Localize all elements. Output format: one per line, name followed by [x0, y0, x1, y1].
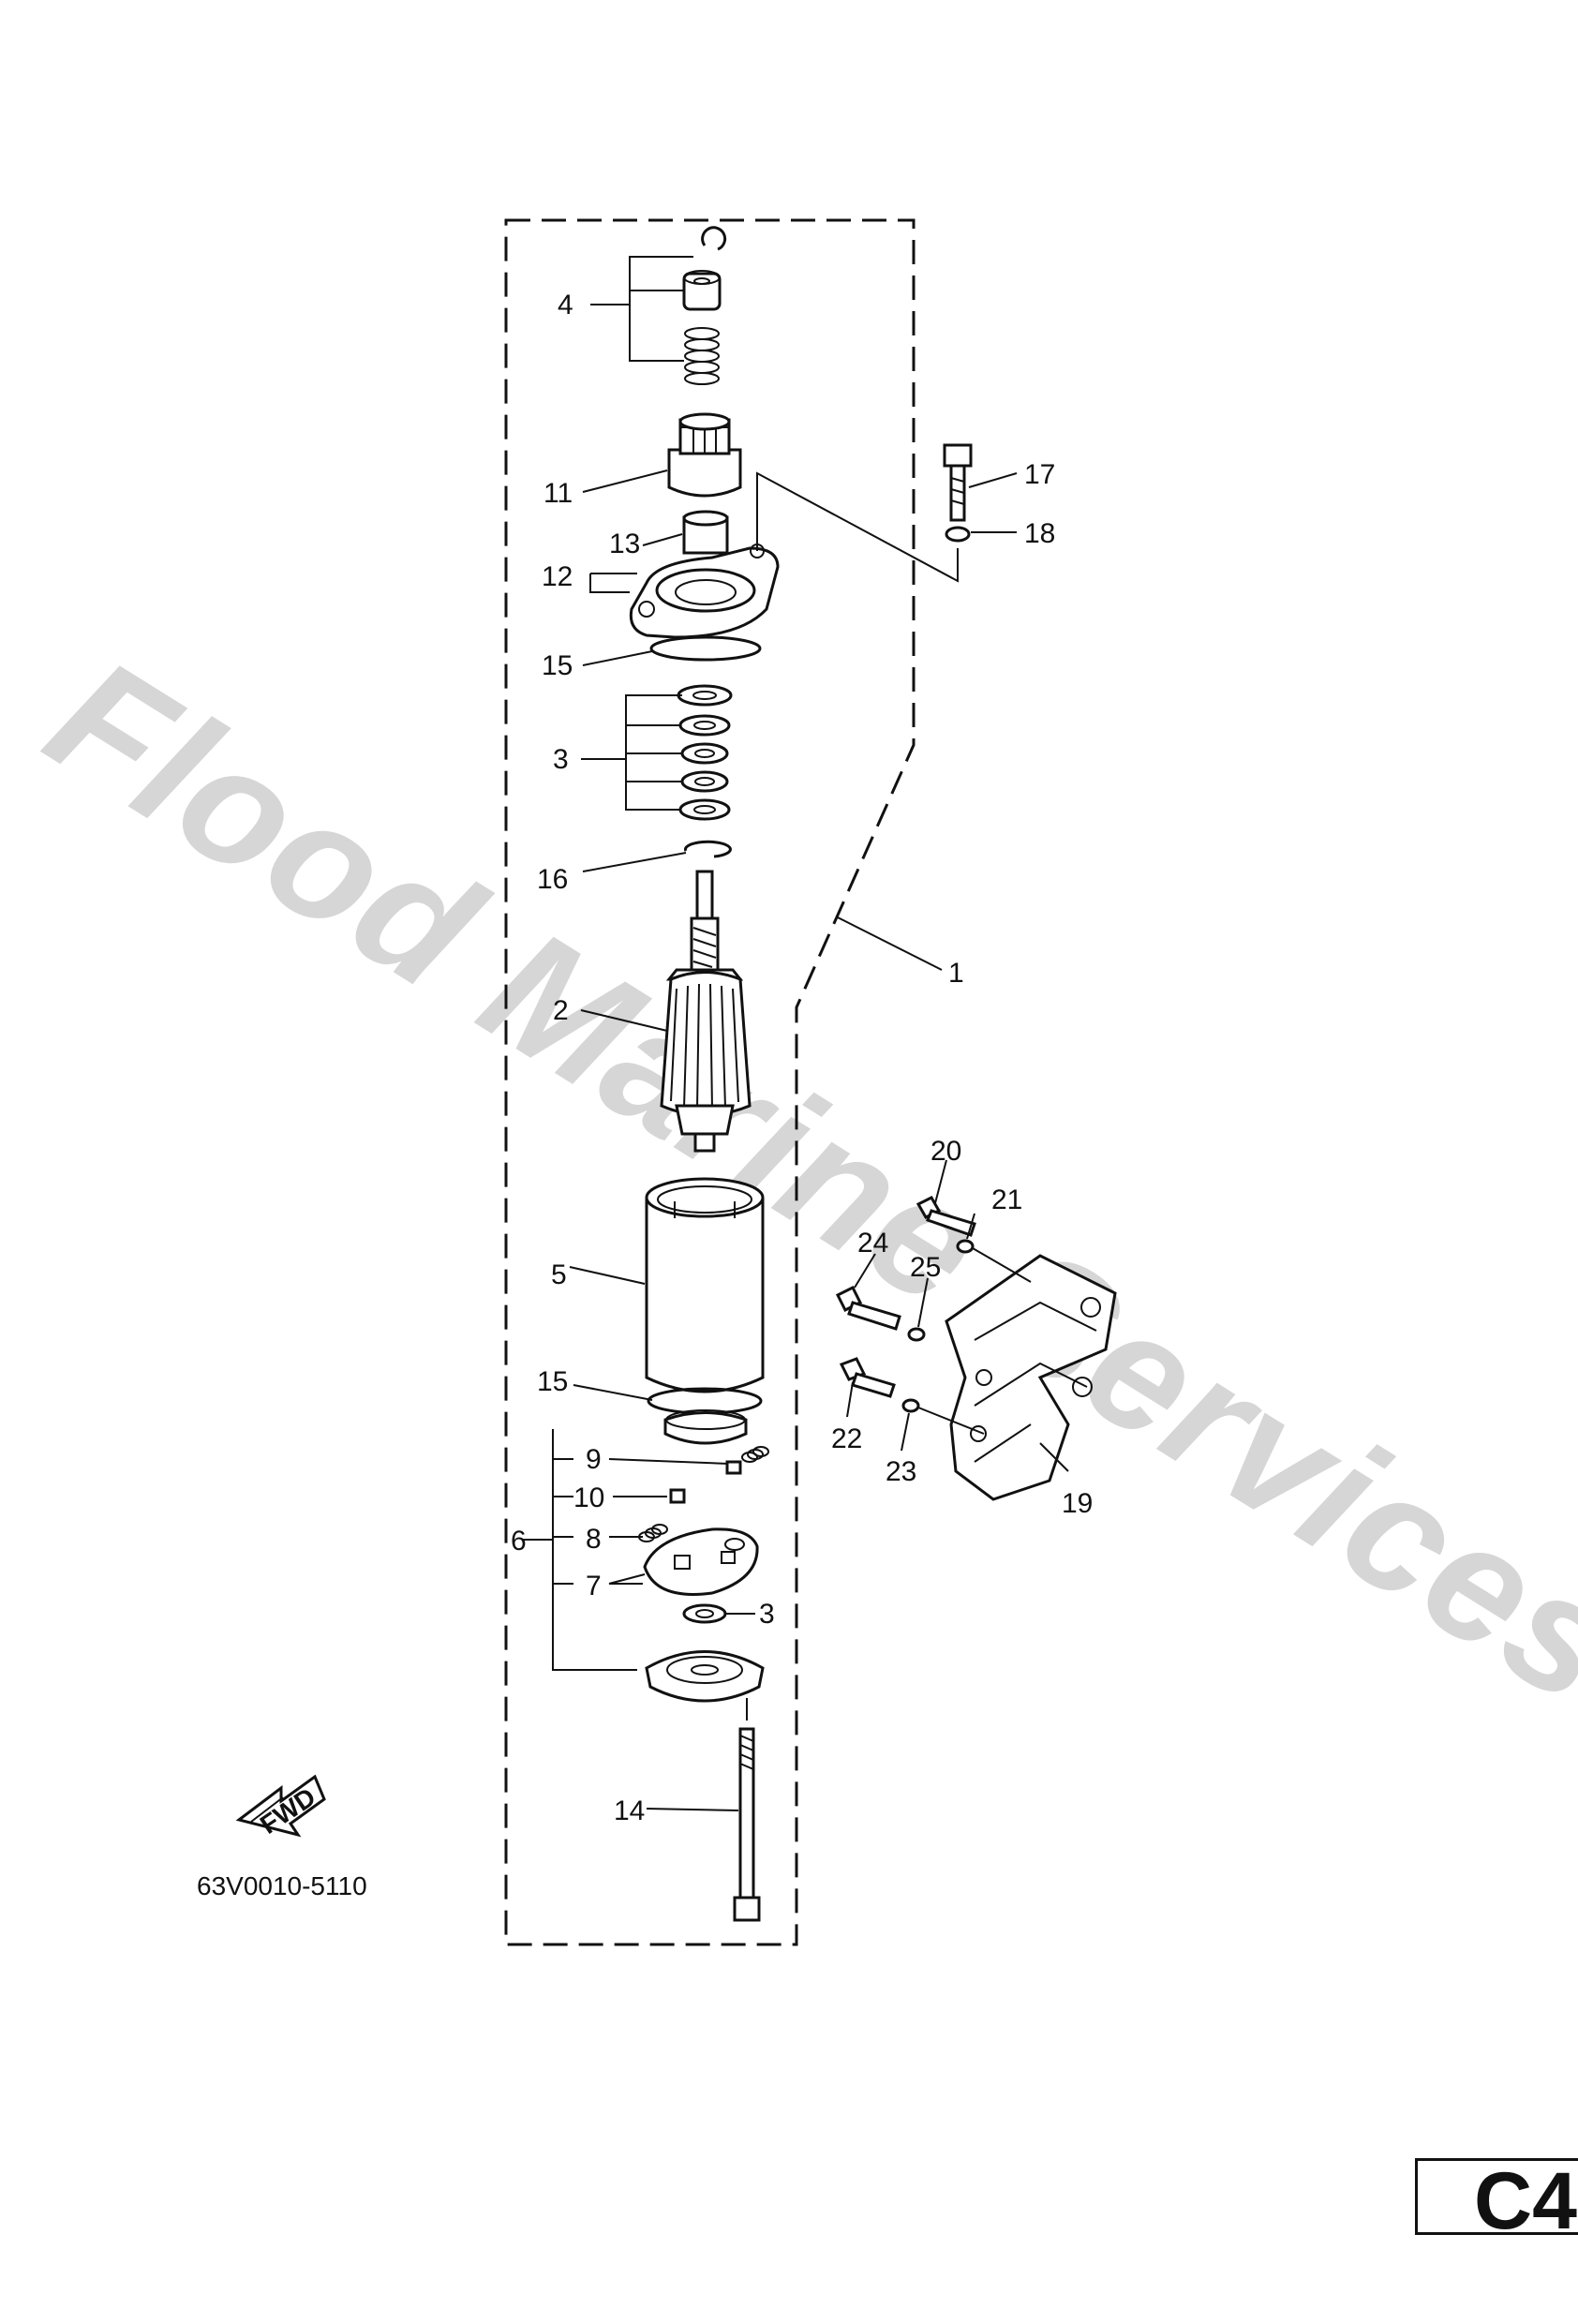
callout-3: 3 [553, 744, 569, 775]
part-11-pinion [582, 412, 742, 498]
part-18-washer [945, 526, 1017, 543]
callout-1: 1 [948, 958, 964, 989]
part-22-bolt [839, 1357, 896, 1418]
callout-12: 12 [542, 561, 573, 592]
part-6-brush-holder-group [523, 1429, 769, 1703]
callout-15: 15 [537, 1366, 568, 1397]
part-4-group [590, 226, 727, 385]
callout-11: 11 [543, 478, 573, 509]
fwd-arrow-icon: FWD [235, 1774, 326, 1840]
callout-10: 10 [573, 1482, 604, 1513]
part-1-leader [835, 916, 943, 971]
page-tag-text: C4 [1474, 2158, 1577, 2235]
part-19-bracket [945, 1254, 1117, 1501]
callout-21: 21 [991, 1184, 1022, 1215]
callout-5: 5 [551, 1259, 567, 1290]
callout-15: 15 [542, 650, 573, 681]
callout-17: 17 [1024, 459, 1055, 490]
callout-23: 23 [886, 1456, 916, 1487]
assembly-boundary [504, 218, 916, 1946]
part-15-o-ring-upper [582, 635, 762, 666]
part-13-bushing [642, 510, 729, 555]
part-21-washer [956, 1213, 1032, 1283]
callout-24: 24 [857, 1228, 888, 1259]
part-2-armature [580, 870, 752, 1153]
part-20-bolt [916, 1159, 976, 1237]
callout-13: 13 [609, 529, 640, 559]
page-tag-box: C4 [1415, 2158, 1578, 2235]
part-25-washer [907, 1277, 929, 1342]
callout-18: 18 [1024, 518, 1055, 549]
part-23-washer [901, 1398, 985, 1452]
part-16-circlip [582, 840, 732, 872]
callout-7: 7 [586, 1571, 602, 1601]
callout-6: 6 [511, 1526, 527, 1557]
part-24-bolt [835, 1253, 901, 1331]
part-5-yoke [569, 1177, 765, 1393]
part-15-o-ring-lower [573, 1384, 763, 1445]
watermark: Flood Marine Services [19, 621, 1578, 1738]
callout-22: 22 [831, 1423, 862, 1454]
callout-9: 9 [586, 1444, 602, 1475]
callout-3: 3 [759, 1599, 775, 1630]
part-12-end-bracket [589, 544, 780, 639]
part-14-through-bolt [646, 1698, 761, 1922]
drawing-code: 63V0010-5110 [197, 1871, 367, 1900]
callout-labels: 1 2 3 3 4 5 6 7 8 9 10 11 12 13 14 15 15… [511, 290, 1093, 1826]
part-3-washers [581, 684, 733, 821]
callout-16: 16 [537, 864, 568, 895]
part-17-bolt [943, 443, 1018, 522]
callout-8: 8 [586, 1524, 602, 1555]
callout-2: 2 [553, 995, 569, 1026]
callout-20: 20 [930, 1136, 961, 1167]
callout-4: 4 [558, 290, 573, 320]
callout-14: 14 [614, 1795, 645, 1826]
callout-25: 25 [910, 1252, 941, 1283]
callout-19: 19 [1062, 1488, 1093, 1519]
